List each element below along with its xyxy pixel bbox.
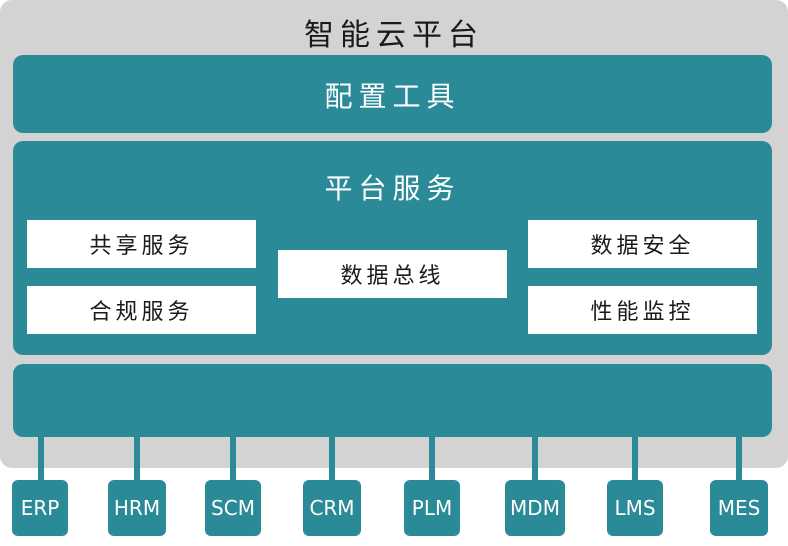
connector-plm <box>429 437 435 481</box>
system-box-plm: PLM <box>404 480 460 536</box>
connector-crm <box>329 437 335 481</box>
system-box-scm: SCM <box>205 480 261 536</box>
platform-services-title: 平台服务 <box>324 172 461 205</box>
config-tools-title: 配置工具 <box>324 80 461 113</box>
system-box-crm: CRM <box>303 480 361 536</box>
platform-title: 智能云平台 <box>304 18 484 53</box>
connector-scm <box>230 437 236 481</box>
system-box-mdm: MDM <box>505 480 565 536</box>
connector-erp <box>38 437 44 481</box>
shared-service-box: 共享服务 <box>27 220 256 268</box>
system-box-erp: ERP <box>12 480 68 536</box>
performance-monitoring-box: 性能监控 <box>528 286 757 334</box>
config-tools-block: 配置工具 <box>13 55 772 133</box>
data-bus-box: 数据总线 <box>278 250 507 298</box>
integration-bar <box>13 364 772 437</box>
connector-mdm <box>532 437 538 481</box>
connector-hrm <box>134 437 140 481</box>
system-box-mes: MES <box>710 480 768 536</box>
system-box-hrm: HRM <box>108 480 166 536</box>
connector-mes <box>736 437 742 481</box>
system-box-lms: LMS <box>607 480 663 536</box>
data-security-box: 数据安全 <box>528 220 757 268</box>
compliance-service-box: 合规服务 <box>27 286 256 334</box>
connector-lms <box>632 437 638 481</box>
